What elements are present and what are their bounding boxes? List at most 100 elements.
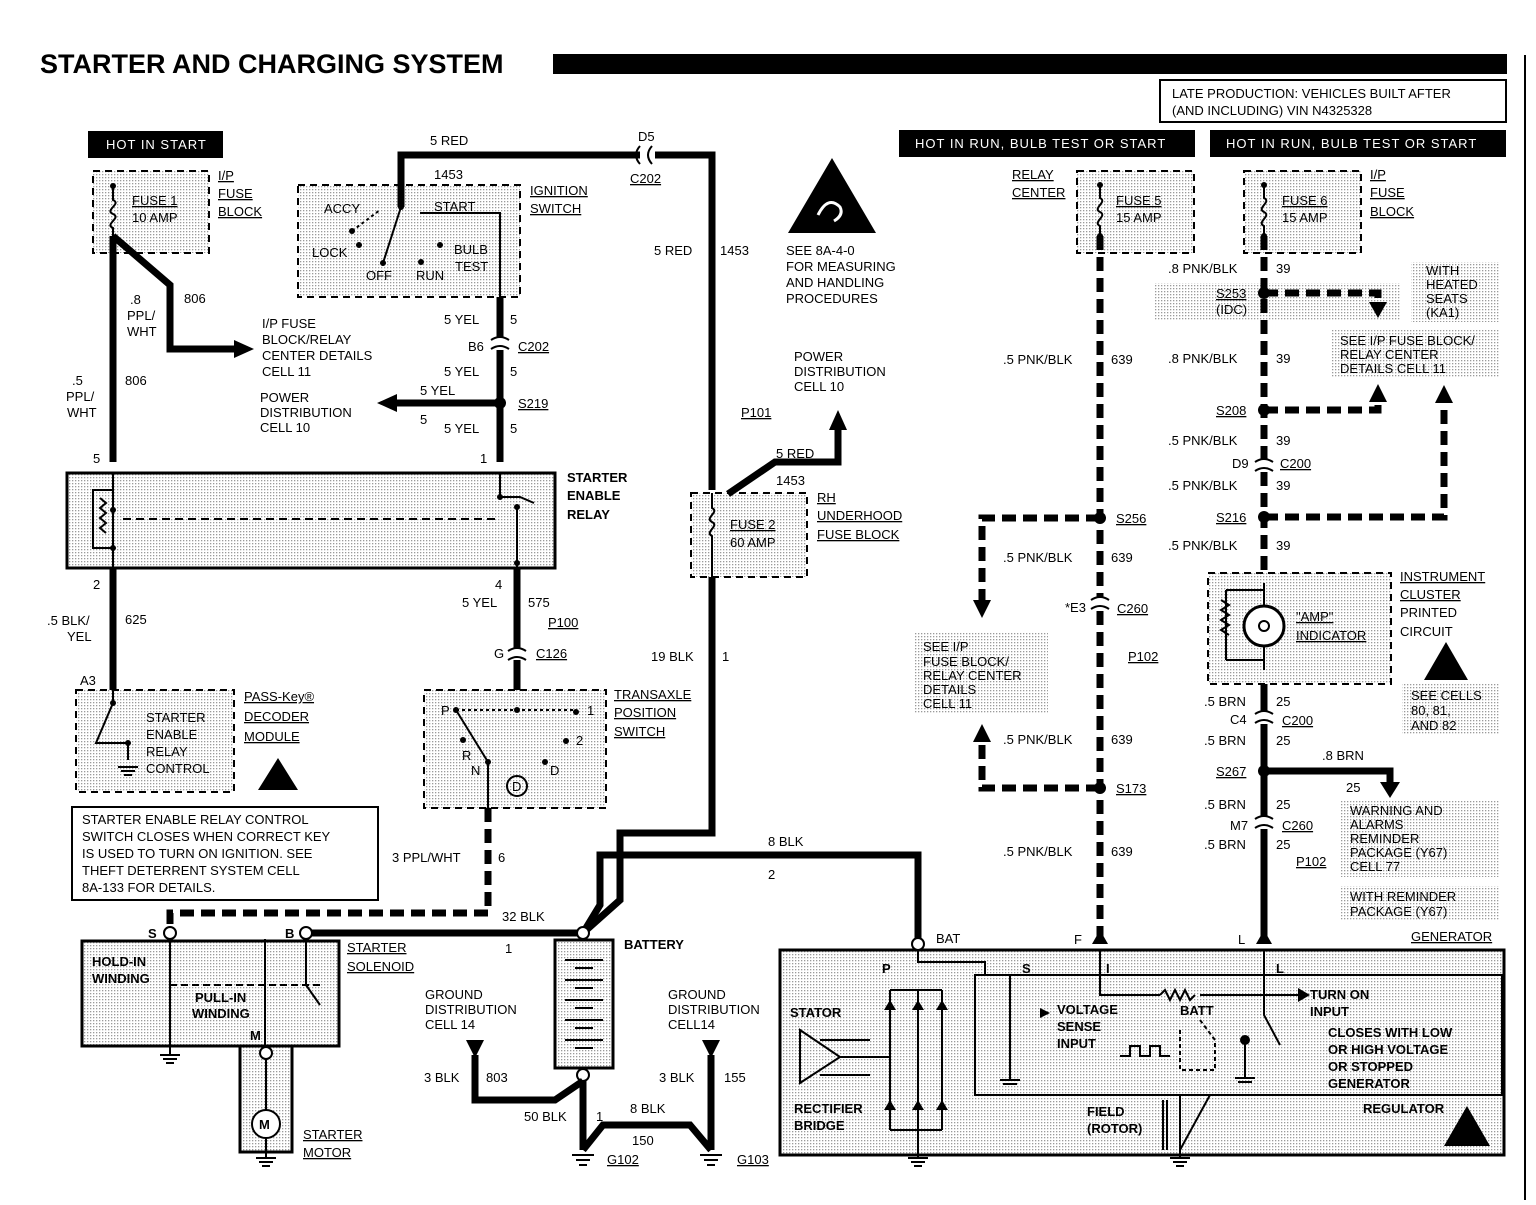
diagram-label: PACKAGE (Y67) [1350, 845, 1447, 860]
diagram-label: INPUT [1057, 1036, 1096, 1051]
fuse5-label: FUSE 5 [1116, 193, 1162, 208]
diagram-label: 575 [528, 595, 550, 610]
diagram-label: FOR MEASURING [786, 259, 896, 274]
diagram-label: 25 [1346, 780, 1360, 795]
diagram-label: DISTRIBUTION [794, 364, 886, 379]
diagram-label: .8 PNK/BLK [1168, 261, 1238, 276]
diagram-label: C200 [1282, 713, 1313, 728]
diagram-label: 639 [1111, 732, 1133, 747]
diagram-label: RELAY CENTER [1340, 347, 1439, 362]
diagram-label: WINDING [92, 971, 150, 986]
diagram-label: 1453 [720, 243, 749, 258]
diagram-label: INDICATOR [1296, 628, 1366, 643]
diagram-label: BATT [1180, 1003, 1214, 1018]
diagram-label: .8 PNK/BLK [1168, 351, 1238, 366]
diagram-label: 25 [1276, 797, 1290, 812]
diagram-label: DECODER [244, 709, 309, 724]
diagram-label: SENSE [1057, 1019, 1101, 1034]
diagram-label: GROUND [425, 987, 483, 1002]
diagram-label: M [259, 1117, 270, 1132]
diagram-label: 6 [498, 850, 505, 865]
diagram-label: WINDING [192, 1006, 250, 1021]
diagram-label: SEE 8A-4-0 [786, 243, 855, 258]
diagram-label: THEFT DETERRENT SYSTEM CELL [82, 863, 300, 878]
ip-details-mid-box [914, 633, 1048, 713]
diagram-label: A3 [80, 673, 96, 688]
diagram-label: SEE I/P FUSE BLOCK/ [1340, 333, 1475, 348]
diagram-label: ALARMS [1350, 817, 1404, 832]
wire-150 [580, 1121, 714, 1153]
diagram-label: 5 RED [430, 133, 468, 148]
diagram-label: 15 AMP [1116, 210, 1162, 225]
diagram-label: 8A-133 FOR DETAILS. [82, 880, 215, 895]
diagram-label: P100 [548, 615, 578, 630]
diagram-label: HEATED [1426, 277, 1478, 292]
diagram-label: .8 [130, 292, 141, 307]
diagram-label: 150 [632, 1133, 654, 1148]
diagram-label: P101 [741, 405, 771, 420]
diagram-label: .5 BRN [1204, 797, 1246, 812]
diagram-label: WHT [127, 324, 157, 339]
diagram-label: 5 RED [776, 446, 814, 461]
diagram-label: ACCY [324, 201, 360, 216]
diagram-label: RELAY CENTER [923, 668, 1022, 683]
diagram-label: POWER [794, 349, 843, 364]
diagram-label: I [1106, 961, 1110, 976]
regulator-box [974, 974, 1503, 1096]
diagram-label: 25 [1276, 733, 1290, 748]
ignition-switch-label: IGNITION [530, 183, 588, 198]
diagram-label: INPUT [1310, 1004, 1349, 1019]
esd-icon-passkey [258, 758, 298, 790]
diagram-label: .5 BRN [1204, 694, 1246, 709]
diagram-label: STARTER [146, 710, 205, 725]
diagram-label: 803 [486, 1070, 508, 1085]
diagram-label: WITH [1426, 263, 1459, 278]
starter-solenoid-box [80, 939, 341, 1048]
diagram-label: 60 AMP [730, 535, 776, 550]
diagram-label: STARTER ENABLE RELAY CONTROL [82, 812, 309, 827]
amp-indicator-icon [1242, 604, 1286, 648]
header-hot-run-2 [1210, 130, 1506, 157]
diagram-label: 3 BLK [659, 1070, 695, 1085]
diagram-label: P [441, 703, 450, 718]
title-bar [553, 54, 1507, 74]
diagram-label: CIRCUIT [1400, 624, 1453, 639]
diagram-label: 5 [510, 364, 517, 379]
diagram-label: AND HANDLING [786, 275, 884, 290]
diagram-label: D5 [638, 129, 655, 144]
diagram-label: POSITION [614, 705, 676, 720]
diagram-label: .5 PNK/BLK [1168, 478, 1238, 493]
esd-icon-main [788, 158, 876, 233]
production-note-line2: (AND INCLUDING) VIN N4325328 [1172, 103, 1372, 118]
wire-5red-top [397, 151, 640, 207]
diagram-label: CELL 77 [1350, 859, 1400, 874]
instrument-cluster-label: INSTRUMENT [1400, 569, 1485, 584]
diagram-label: B6 [468, 339, 484, 354]
header-hot-start-text: HOT IN START [106, 137, 207, 152]
diagram-label: B [285, 926, 294, 941]
diagram-label: SOLENOID [347, 959, 414, 974]
diagram-label: C202 [518, 339, 549, 354]
diagram-label: START [434, 199, 475, 214]
diagram-label: 32 BLK [502, 909, 545, 924]
diagram-label: L [1238, 932, 1245, 947]
diagram-label: BAT [936, 931, 960, 946]
diagram-label: (ROTOR) [1087, 1121, 1142, 1136]
diagram-label: FUSE [1370, 185, 1405, 200]
diagram-label: M [250, 1028, 261, 1043]
passkey-label: PASS-Key® [244, 689, 314, 704]
diagram-label: 25 [1276, 694, 1290, 709]
diagram-label: 8 BLK [768, 834, 804, 849]
diagram-label: G103 [737, 1152, 769, 1167]
diagram-label: REMINDER [1350, 831, 1419, 846]
diagram-label: 625 [125, 612, 147, 627]
diagram-label: S [148, 926, 157, 941]
diagram-label: DISTRIBUTION [260, 405, 352, 420]
diagram-label: C200 [1280, 456, 1311, 471]
diagram-label: RELAY [567, 507, 610, 522]
diagram-label: .8 BRN [1322, 748, 1364, 763]
diagram-label: S256 [1116, 511, 1146, 526]
diagram-label: FUSE BLOCK [817, 527, 900, 542]
diagram-label: S267 [1216, 764, 1246, 779]
diagram-label: ENABLE [567, 488, 621, 503]
